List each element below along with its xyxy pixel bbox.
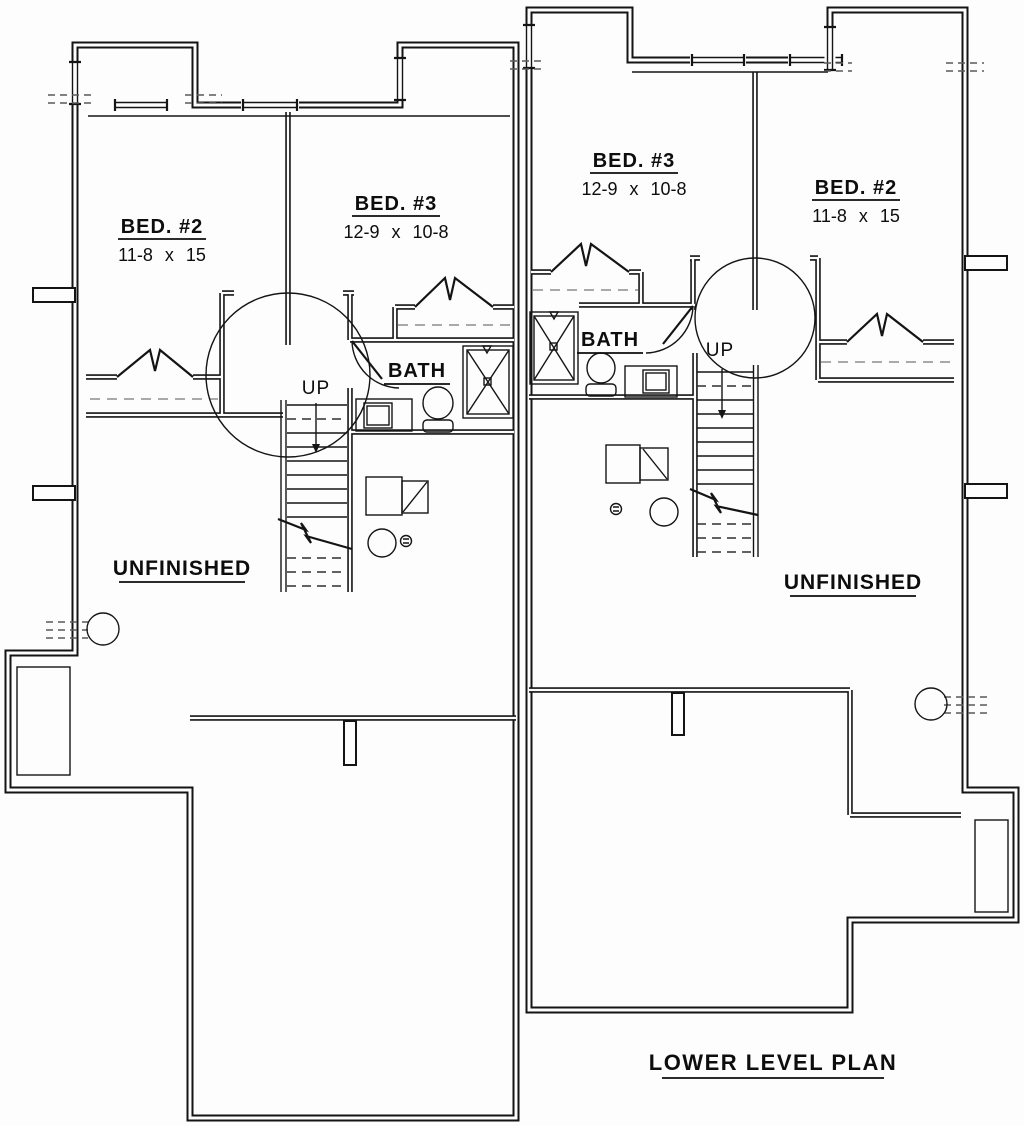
left-shower <box>462 345 514 419</box>
left-bed3-label: BED. #3 <box>355 193 438 215</box>
right-stairs <box>689 365 759 557</box>
foundation-piers <box>32 255 1008 766</box>
left-bed2-closet <box>90 348 218 400</box>
dimension-tick-marks <box>46 60 988 714</box>
right-toilet <box>585 352 617 397</box>
window-wells <box>16 612 1009 913</box>
right-floor-drain <box>609 502 623 516</box>
left-furnace <box>365 476 429 516</box>
right-stairs-direction-arrow <box>718 410 726 419</box>
right-shower <box>529 311 579 385</box>
plan-title: LOWER LEVEL PLAN <box>649 1050 898 1075</box>
left-unfinished-label: UNFINISHED <box>113 557 251 580</box>
left-bed2-dims: 11-8 x 15 <box>118 245 206 265</box>
left-bed2-label: BED. #2 <box>121 216 204 238</box>
right-bed2-label: BED. #2 <box>815 177 898 199</box>
left-vanity-sink <box>355 398 413 432</box>
window-symbols <box>69 23 844 111</box>
right-vanity-sink <box>624 365 678 398</box>
left-floor-drain <box>399 534 413 548</box>
left-stairs <box>277 400 353 592</box>
right-bed3-closet <box>533 241 638 291</box>
right-water-heater <box>649 497 679 527</box>
left-bath-label: BATH <box>388 360 446 382</box>
left-unit-exterior-walls <box>8 45 516 1118</box>
left-unit-interior-walls <box>86 112 516 718</box>
right-bed2-closet <box>821 311 950 363</box>
right-up-label: UP <box>706 340 734 361</box>
right-bed3-dims: 12-9 x 10-8 <box>581 179 686 199</box>
room-labels: BED. #2 11-8 x 15 BED. #3 12-9 x 10-8 BE… <box>113 150 922 1079</box>
left-water-heater <box>367 528 397 558</box>
left-bed3-closet <box>398 275 510 326</box>
left-toilet <box>422 386 454 433</box>
left-bed3-dims: 12-9 x 10-8 <box>343 222 448 242</box>
right-furnace <box>605 444 669 484</box>
left-stairs-direction-arrow <box>312 444 320 453</box>
right-bath-label: BATH <box>581 329 639 351</box>
right-unfinished-label: UNFINISHED <box>784 571 922 594</box>
left-up-label: UP <box>302 378 330 399</box>
right-bed2-dims: 11-8 x 15 <box>812 206 900 226</box>
right-bed3-label: BED. #3 <box>593 150 676 172</box>
